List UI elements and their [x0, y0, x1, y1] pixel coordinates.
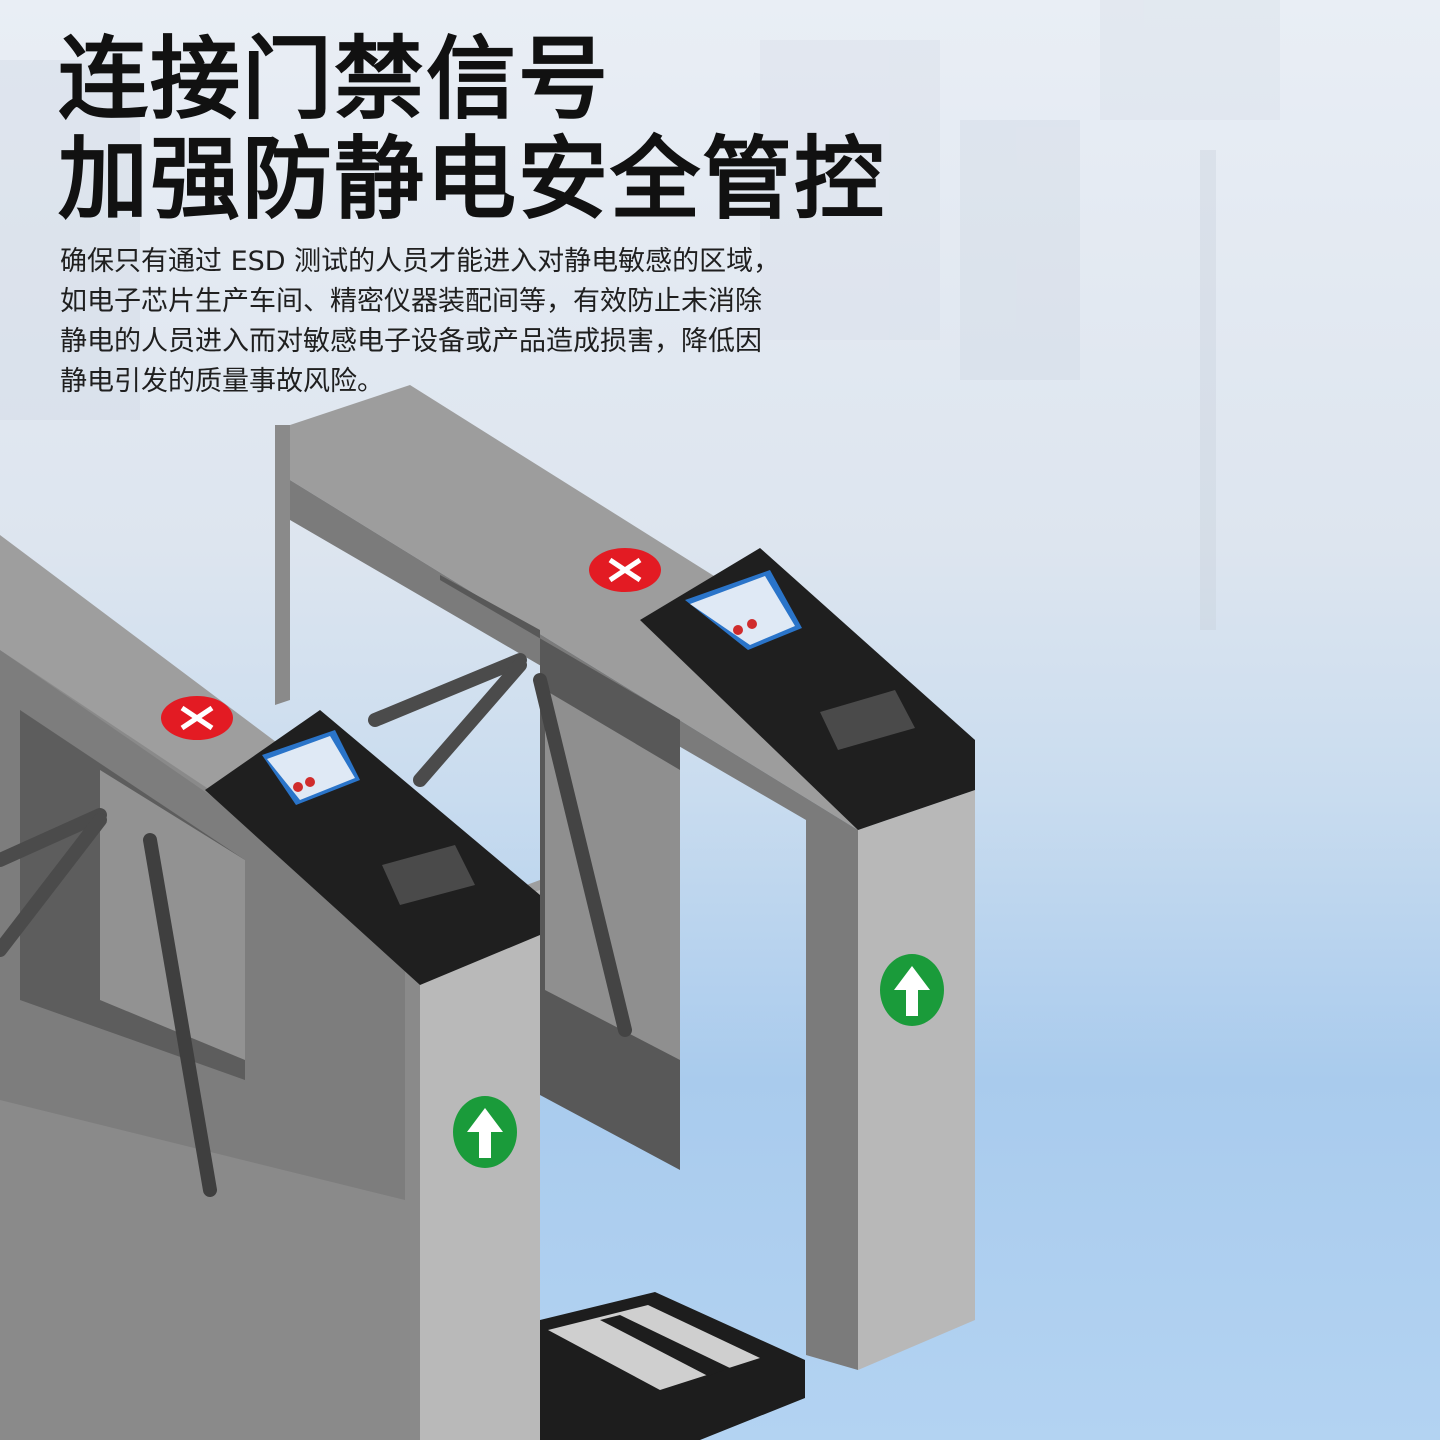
green-up-arrow-icon [453, 1096, 517, 1168]
factory-background [0, 0, 1280, 630]
esd-floor-mat [540, 1292, 805, 1440]
red-x-icon [589, 548, 661, 592]
red-x-icon [161, 696, 233, 740]
front-turnstile [0, 535, 540, 1440]
rear-turnstile [275, 385, 975, 1370]
description-line-1: 确保只有通过 ESD 测试的人员才能进入对静电敏感的区域， [60, 246, 781, 277]
headline-line-1: 连接门禁信号 [58, 27, 610, 132]
headline: 连接门禁信号 加强防静电安全管控 [58, 30, 886, 230]
description-line-2: 如电子芯片生产车间、精密仪器装配间等，有效防止未消除 [60, 286, 762, 317]
green-up-arrow-icon [880, 954, 944, 1026]
description-line-3: 静电的人员进入而对敏感电子设备或产品造成损害，降低因 [60, 326, 762, 357]
headline-line-2: 加强防静电安全管控 [58, 127, 886, 232]
description-line-4: 静电引发的质量事故风险。 [60, 366, 384, 397]
description: 确保只有通过 ESD 测试的人员才能进入对静电敏感的区域， 如电子芯片生产车间、… [60, 242, 920, 402]
